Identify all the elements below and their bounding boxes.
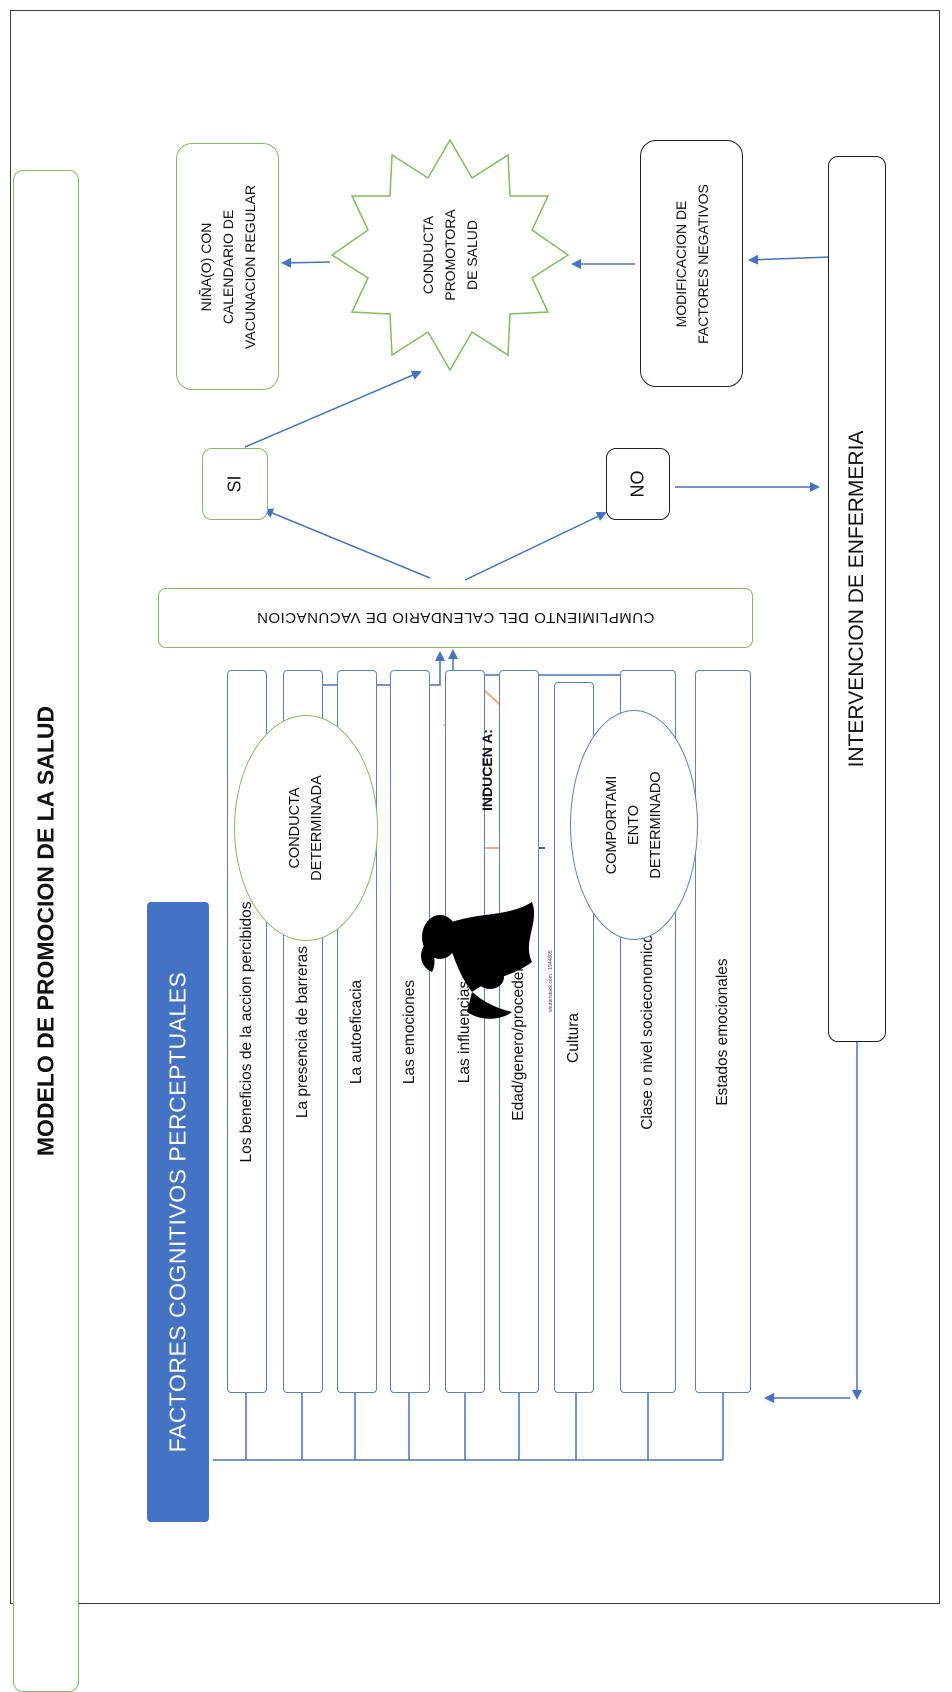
modificacion-label: MODIFICACION DE FACTORES NEGATIVOS [672, 183, 711, 344]
intervencion-box: INTERVENCION DE ENFERMERIA [828, 156, 886, 1042]
page-title: MODELO DE PROMOCION DE LA SALUD [32, 705, 59, 1157]
conducta-promotora-star [330, 138, 570, 372]
factor-item: Edad/genero/procedencia [499, 670, 539, 1393]
no-label: NO [627, 470, 648, 498]
factor-label: La autoeficacia [348, 979, 365, 1084]
conducta-promotora-text-box: CONDUCTA PROMOTORA DE SALUD [380, 175, 520, 335]
arrow-to-no [464, 511, 607, 581]
arrow-to-si [263, 508, 431, 579]
modificacion-box: MODIFICACION DE FACTORES NEGATIVOS [640, 140, 743, 387]
factor-item: Las influencias [445, 670, 485, 1393]
cumplimiento-box: CUMPLIMIENTO DEL CALENDARIO DE VACUNACIO… [158, 588, 753, 648]
conducta-determinada-ellipse: CONDUCTA DETERMINADA [234, 715, 378, 941]
factors-header-label: FACTORES COGNITIVOS PERCEPTUALES [164, 971, 191, 1453]
arrow-intervencion-to-modificacion [748, 254, 831, 265]
page-frame [10, 10, 940, 1604]
comportamiento-determinado-ellipse: COMPORTAMI ENTO DETERMINADO [570, 710, 698, 940]
factor-label: La presencia de barreras [294, 945, 311, 1118]
nino-calendario-box: NIÑA(O) CON CALENDARIO DE VACUNACION REG… [176, 143, 279, 390]
factors-bracket [213, 1393, 724, 1461]
conducta-determinada-label: CONDUCTA DETERMINADA [287, 775, 325, 881]
silhouette-watermark: shutterstock.com · 1944805 [548, 950, 554, 1012]
si-box: SI [202, 448, 268, 520]
title-box: MODELO DE PROMOCION DE LA SALUD [13, 170, 79, 1692]
arrow-si-to-promotora [244, 370, 422, 448]
inducen-label: INDUCEN A: [479, 729, 495, 811]
conducta-promotora-label: CONDUCTA PROMOTORA DE SALUD [420, 209, 480, 301]
cumplimiento-label: CUMPLIMIENTO DEL CALENDARIO DE VACUNACIO… [256, 609, 655, 627]
nino-calendario-label: NIÑA(O) CON CALENDARIO DE VACUNACION REG… [197, 184, 258, 349]
factors-header: FACTORES COGNITIVOS PERCEPTUALES [147, 902, 209, 1522]
no-box: NO [606, 448, 670, 520]
mother-child-silhouette: shutterstock.com · 1944805 [412, 882, 562, 1024]
factor-item: Las emociones [390, 670, 430, 1393]
factor-label: Clase o nivel socieconomico [639, 933, 656, 1130]
arrow-promotora-to-nino [281, 257, 331, 268]
factor-label: Cultura [565, 1012, 582, 1063]
factor-label: Estados emocionales [714, 957, 731, 1106]
si-label: SI [224, 475, 245, 493]
factor-item: Estados emocionales [695, 670, 751, 1393]
intervencion-label: INTERVENCION DE ENFERMERIA [845, 430, 868, 768]
comportamiento-determinado-label: COMPORTAMI ENTO DETERMINADO [604, 771, 664, 879]
factor-label: Los beneficios de la accion percibidos [238, 900, 255, 1163]
inducen-box: INDUCEN A: [470, 690, 504, 850]
